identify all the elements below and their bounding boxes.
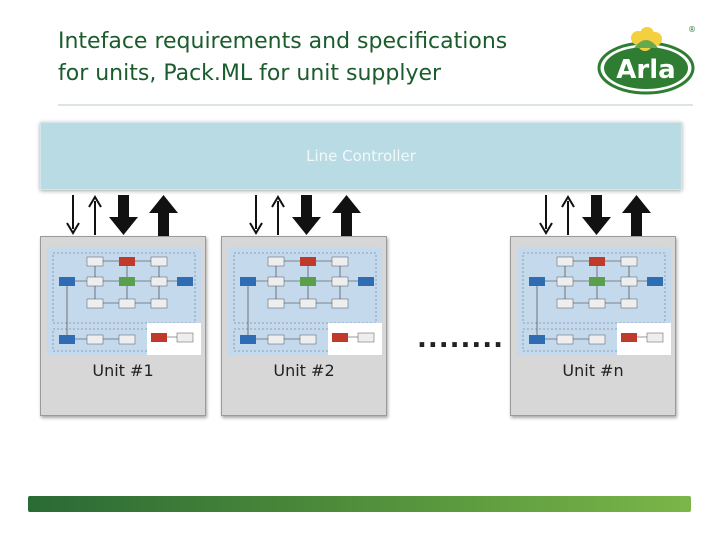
unit-2-label: Unit #2 <box>273 361 335 380</box>
thick-down-arrow-icon <box>292 195 321 235</box>
thin-down-arrow-icon <box>249 195 263 235</box>
thick-up-arrow-icon <box>332 195 361 237</box>
thin-up-arrow-icon <box>561 195 575 235</box>
thin-down-arrow-icon <box>66 195 80 235</box>
unit-1-box: Unit #1 <box>40 236 206 416</box>
thick-down-arrow-icon <box>582 195 611 235</box>
logo-oval-fill <box>604 47 688 89</box>
logo-flower-icon <box>631 27 662 51</box>
footer-gradient-bar <box>28 496 691 512</box>
title-divider <box>58 104 693 106</box>
line-controller-box: Line Controller <box>40 122 682 190</box>
unit-n-label: Unit #n <box>562 361 624 380</box>
unit-n-arrows <box>539 195 651 237</box>
slide-title-line-2: for units, Pack.ML for unit supplyer <box>58 61 442 86</box>
unit-2-arrows <box>249 195 361 237</box>
thin-down-arrow-icon <box>539 195 553 235</box>
line-controller-label: Line Controller <box>306 147 416 165</box>
logo-text: Arla <box>616 55 675 85</box>
unit-n-box: Unit #n <box>510 236 676 416</box>
slide-title-line-1: Inteface requirements and specifications <box>58 29 508 54</box>
unit-n-state-diagram <box>517 247 671 355</box>
logo-registered: ® <box>688 25 696 34</box>
unit-2-box: Unit #2 <box>221 236 387 416</box>
unit-2-state-diagram <box>228 247 382 355</box>
thick-down-arrow-icon <box>109 195 138 235</box>
slide-title: Inteface requirements and specifications… <box>58 26 578 90</box>
thin-up-arrow-icon <box>88 195 102 235</box>
thin-up-arrow-icon <box>271 195 285 235</box>
more-units-ellipsis: ........ <box>417 324 505 354</box>
thick-up-arrow-icon <box>149 195 178 237</box>
unit-1-label: Unit #1 <box>92 361 154 380</box>
unit-1-state-diagram <box>47 247 201 355</box>
thick-up-arrow-icon <box>622 195 651 237</box>
unit-1-arrows <box>66 195 178 237</box>
arla-logo: Arla ® <box>597 25 696 95</box>
